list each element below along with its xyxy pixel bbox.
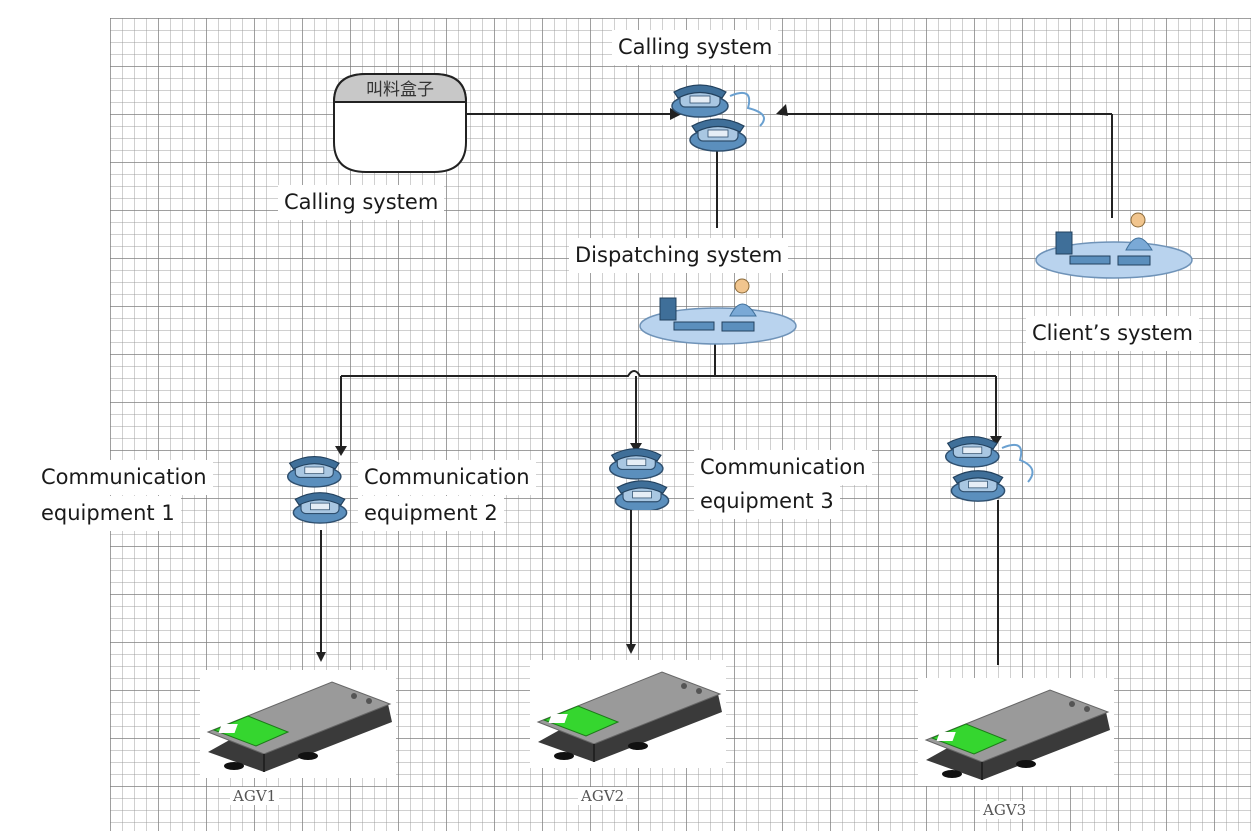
label-comm1-line1: Communication — [35, 460, 213, 495]
label-agv3: AGV3 — [980, 801, 1030, 819]
agv2-vehicle-icon — [530, 660, 726, 768]
label-comm2-line1: Communication — [358, 460, 536, 495]
label-calling-system-top: Calling system — [612, 30, 779, 65]
label-agv1: AGV1 — [230, 787, 280, 805]
arrow-to-calling — [670, 108, 682, 120]
arrow-client-to-calling — [776, 104, 788, 116]
calling-box-node: 叫料盒子 — [332, 73, 468, 173]
label-comm3-line1: Communication — [694, 450, 872, 485]
arrow-to-comm1 — [335, 446, 347, 456]
label-comm3-line2: equipment 3 — [694, 484, 840, 519]
dispatch-desk-icon — [639, 278, 797, 345]
agv1-vehicle-icon — [200, 670, 396, 778]
label-comm1-line2: equipment 1 — [35, 496, 181, 531]
comm3-phone-icon — [944, 435, 1034, 502]
arrow-to-comm3 — [990, 436, 1002, 446]
calling-phone-icon — [671, 84, 765, 152]
comm1-phone-icon — [286, 455, 348, 524]
client-desk-icon — [1035, 212, 1193, 279]
label-comm2-line2: equipment 2 — [358, 496, 504, 531]
arrow-to-agv1 — [316, 652, 326, 662]
agv3-vehicle-icon — [918, 678, 1114, 786]
calling-box-label: 叫料盒子 — [366, 80, 434, 100]
comm2-phone-icon — [608, 447, 670, 510]
line-bus — [341, 370, 996, 377]
label-clients-system: Client’s system — [1026, 316, 1200, 351]
label-dispatching-system: Dispatching system — [569, 238, 789, 273]
label-calling-system-left: Calling system — [278, 185, 445, 220]
label-agv2: AGV2 — [578, 787, 628, 805]
arrow-to-agv2 — [626, 644, 636, 654]
